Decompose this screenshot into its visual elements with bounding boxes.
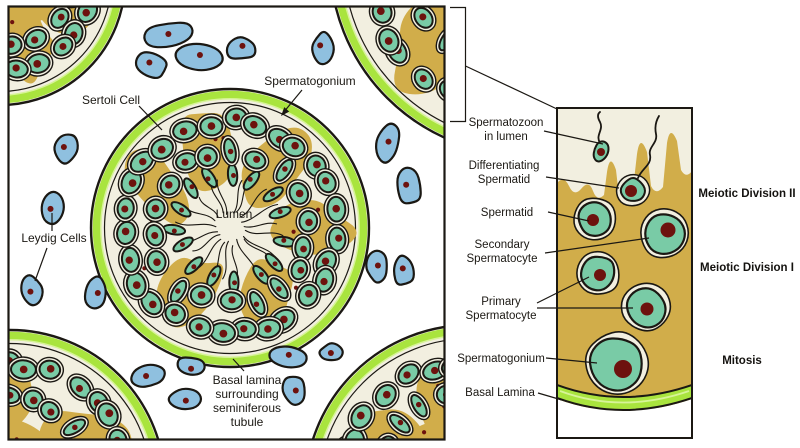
leydig-cell (176, 356, 206, 376)
label-spermatid: Spermatid (481, 207, 533, 219)
label-mitosis: Mitosis (722, 355, 762, 367)
seminiferous-tubule-partial (9, 7, 124, 106)
label-basal-lamina-left-2: surrounding (215, 387, 278, 401)
leydig-cell (40, 190, 65, 226)
leydig-cell (167, 387, 203, 411)
label-secondary-1: Secondary (475, 239, 530, 251)
spermatid-leader (547, 211, 590, 222)
label-differentiating-2: Spermatid (478, 174, 530, 186)
spermatogonium-cell (584, 330, 650, 395)
label-primary-1: Primary (481, 296, 521, 308)
primary-spermatocyte-cell (576, 250, 620, 295)
spermatozoon-leader (543, 130, 604, 145)
basal-lamina-right-leader (537, 392, 563, 401)
leydig-cell (318, 342, 344, 362)
left-panel-art (9, 7, 444, 439)
label-meiotic-division-1: Meiotic Division I (700, 262, 794, 274)
basal-lamina-band (558, 384, 691, 411)
label-basal-lamina-left-4: tubule (231, 415, 264, 429)
seminiferous-tubule-partial (334, 7, 444, 139)
leydig-cell (268, 345, 308, 369)
label-spermatozoon-2: in lumen (484, 131, 527, 143)
leydig-cell (365, 249, 388, 284)
label-basal-lamina-left-3: seminiferous (213, 401, 281, 415)
label-differentiating-1: Differentiating (469, 160, 540, 172)
zoom-connector-line (465, 65, 558, 110)
label-meiotic-division-2: Meiotic Division II (698, 188, 795, 200)
leydig-cell (311, 30, 335, 66)
label-basal-lamina-left-1: Basal lamina (213, 373, 282, 387)
leydig-cell (174, 42, 224, 72)
label-basal-lamina-right: Basal Lamina (465, 387, 535, 399)
right-panel-border (556, 107, 693, 439)
leydig-cell (53, 133, 79, 165)
label-secondary-2: Spermatocyte (467, 253, 538, 265)
seminiferous-tubule-central (89, 87, 371, 369)
leader-lines (34, 89, 650, 401)
left-panel-border (7, 5, 446, 441)
primary-spermatocyte-leader-1 (536, 276, 590, 304)
label-leydig-cells: Leydig Cells (21, 231, 86, 245)
leydig-cell (83, 275, 107, 310)
zoom-bracket (450, 6, 467, 123)
primary-spermatocyte-cell (620, 282, 672, 332)
secondary-spermatocyte-leader (544, 237, 650, 254)
leydig-cell (281, 375, 306, 406)
label-spermatozoon-1: Spermatozoon (469, 117, 544, 129)
label-spermatogonium-right: Spermatogonium (457, 353, 545, 365)
basal-lamina-left-leader (232, 358, 245, 372)
leydig-cell (225, 36, 257, 60)
right-panel-art (558, 109, 691, 437)
leydig-cell (392, 254, 415, 286)
leydig-cell (134, 51, 168, 80)
leydig-cell (143, 21, 194, 49)
sertoli-cell-leader (138, 105, 163, 131)
leydig-leader-2 (34, 247, 48, 282)
leydig-cell (130, 363, 166, 388)
differentiating-spermatid-leader (545, 176, 620, 189)
spermatogonium-arrowhead (281, 107, 290, 116)
secondary-spermatocyte-cell (640, 208, 690, 259)
spermatogonium-right-leader (545, 357, 598, 364)
seminiferous-tubule-partial (9, 328, 160, 439)
spermatid-cell (573, 197, 617, 241)
seminiferous-tubule-partial (311, 325, 444, 439)
leydig-cell (20, 274, 44, 307)
leydig-cell (396, 166, 422, 205)
leydig-cell (375, 122, 401, 164)
labels: Sertoli Cell Spermatogonium Lumen Leydig… (21, 74, 795, 429)
label-sertoli-cell: Sertoli Cell (82, 93, 140, 107)
label-lumen: Lumen (216, 207, 253, 221)
label-spermatogonium-left: Spermatogonium (264, 74, 355, 88)
label-primary-2: Spermatocyte (466, 310, 537, 322)
